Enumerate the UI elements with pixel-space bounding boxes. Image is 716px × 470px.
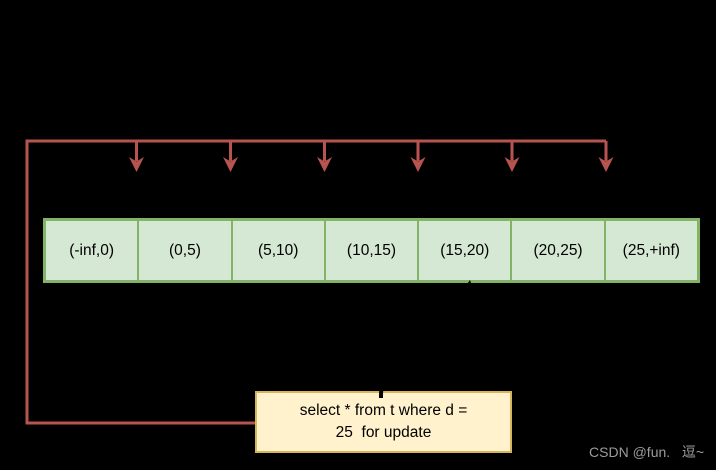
query-note-line2: 25 for update bbox=[335, 424, 432, 441]
interval-cell: (25,+inf) bbox=[606, 221, 697, 280]
gap-lock-arrow bbox=[317, 141, 332, 172]
interval-row: (-inf,0) (0,5) (5,10) (10,15) (15,20) (20,25)… bbox=[43, 218, 700, 283]
query-note: select * from t where d = 25 for update bbox=[255, 391, 512, 453]
interval-cell: (15,20) bbox=[419, 221, 513, 280]
interval-cell-label: (15,20) bbox=[440, 241, 490, 259]
interval-cell: (-inf,0) bbox=[46, 221, 140, 280]
interval-cell-label: (5,10) bbox=[257, 241, 299, 259]
interval-cell: (0,5) bbox=[139, 221, 233, 280]
interval-cell-label: (-inf,0) bbox=[69, 241, 115, 259]
query-note-line1: select * from t where d = bbox=[299, 402, 468, 419]
gap-lock-arrow bbox=[223, 141, 238, 172]
interval-cell-label: (0,5) bbox=[168, 241, 201, 259]
interval-cell: (10,15) bbox=[326, 221, 420, 280]
interval-cell-label: (20,25) bbox=[533, 241, 583, 259]
query-to-row-arrow bbox=[378, 280, 475, 399]
watermark: CSDN @fun. 逗~ bbox=[589, 444, 704, 460]
interval-cell: (20,25) bbox=[512, 221, 606, 280]
gap-lock-arrow bbox=[504, 141, 520, 172]
interval-cell-label: (25,+inf) bbox=[622, 241, 680, 259]
interval-cell-label: (10,15) bbox=[346, 241, 397, 259]
gap-lock-arrow bbox=[598, 141, 614, 172]
interval-cell: (5,10) bbox=[233, 221, 326, 280]
gap-lock-arrow bbox=[129, 141, 144, 172]
gap-lock-arrow bbox=[410, 141, 426, 172]
